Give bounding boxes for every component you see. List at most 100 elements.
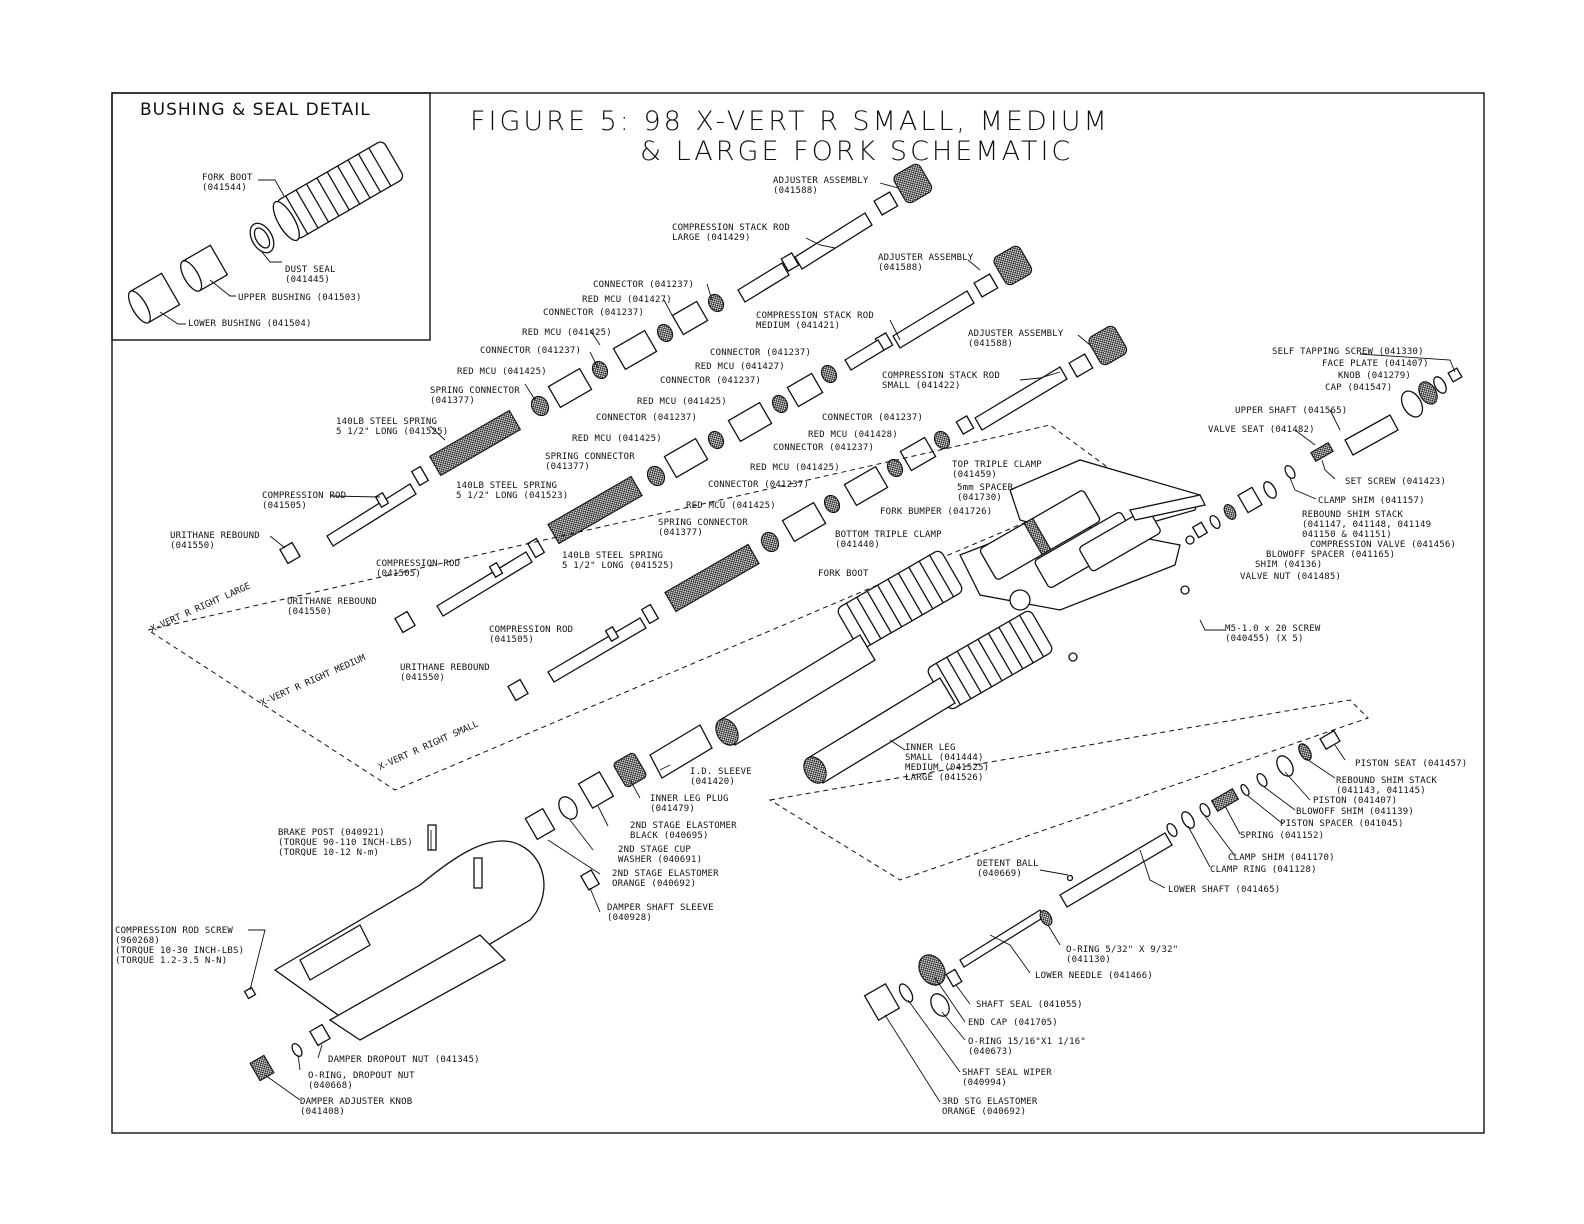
label-spacer-5mm: 5mm SPACER(041730) <box>957 483 1014 503</box>
label-conn-2: CONNECTOR (041237) <box>543 308 644 318</box>
label-conn-1: CONNECTOR (041237) <box>593 280 694 290</box>
triple-clamp-assembly <box>959 459 1206 662</box>
label-damper-knob: DAMPER ADJUSTER KNOB(041408) <box>300 1097 412 1117</box>
label-comp-rod-l: COMPRESSION ROD(041505) <box>262 491 346 511</box>
label-upper-shaft: UPPER SHAFT (041565) <box>1235 406 1347 416</box>
damper-upper <box>1191 367 1463 539</box>
label-lower-bushing: LOWER BUSHING (041504) <box>188 319 312 329</box>
label-self-tap: SELF TAPPING SCREW (041330) <box>1272 347 1424 357</box>
label-shim: SHIM (04136) <box>1255 560 1322 570</box>
label-fork-bumper: FORK BUMPER (041726) <box>880 507 992 517</box>
label-conn-3: CONNECTOR (041237) <box>480 346 581 356</box>
label-conn-s2: CONNECTOR (041237) <box>773 443 874 453</box>
label-redmcu-s3: RED MCU (041425) <box>686 501 776 511</box>
label-redmcu-s2: RED MCU (041425) <box>750 463 840 473</box>
label-adj-medium: ADJUSTER ASSEMBLY(041588) <box>878 253 974 273</box>
label-spring-small: SPRING (041152) <box>1240 831 1324 841</box>
inset-fork-boot <box>272 141 404 242</box>
damper-lower <box>863 729 1341 1022</box>
label-spring-conn-s: SPRING CONNECTOR(041377) <box>658 518 748 538</box>
small-stack <box>507 325 1128 702</box>
label-piston-spacer: PISTON SPACER (041045) <box>1280 819 1404 829</box>
lower-leg <box>243 824 545 1082</box>
label-redmcu-3: RED MCU (041425) <box>457 367 547 377</box>
label-conn-m2: CONNECTOR (041237) <box>660 376 761 386</box>
inset-title: BUSHING & SEAL DETAIL <box>140 100 371 120</box>
group-label-large: X-VERT R RIGHT LARGE <box>149 582 252 635</box>
inset-frame <box>111 92 431 341</box>
label-spring-conn-l: SPRING CONNECTOR(041377) <box>430 386 520 406</box>
group-label-medium: X-VERT R RIGHT MEDIUM <box>259 653 368 709</box>
label-adj-large: ADJUSTER ASSEMBLY(041588) <box>773 176 869 196</box>
label-clamp-shim-low: CLAMP SHIM (041170) <box>1228 853 1335 863</box>
label-comp-valve: COMPRESSION VALVE (041456) <box>1310 540 1456 550</box>
inset-lower-bushing <box>127 272 181 324</box>
label-comp-rod-m: COMPRESSION ROD(041505) <box>376 559 460 579</box>
label-redmcu-1: RED MCU (041427) <box>582 295 672 305</box>
label-valve-seat: VALVE SEAT (041482) <box>1208 425 1315 435</box>
label-set-screw: SET SCREW (041423) <box>1345 477 1446 487</box>
label-conn-m3: CONNECTOR (041237) <box>596 413 697 423</box>
label-shaft-seal: SHAFT SEAL (041055) <box>976 1000 1083 1010</box>
outer-frame <box>111 92 1485 1134</box>
label-blowoff-shim: BLOWOFF SHIM (041139) <box>1296 807 1414 817</box>
medium-stack <box>394 245 1033 634</box>
inset-dust-seal <box>249 222 275 254</box>
label-urethane-l: URITHANE REBOUND(041550) <box>170 531 260 551</box>
label-valve-nut: VALVE NUT (041485) <box>1240 572 1341 582</box>
label-conn-s1: CONNECTOR (041237) <box>822 413 923 423</box>
label-redmcu-m2: RED MCU (041425) <box>637 397 727 407</box>
label-brake-post: BRAKE POST (040921)(TORQUE 90-110 INCH-L… <box>278 828 413 858</box>
label-bottom-clamp: BOTTOM TRIPLE CLAMP(041440) <box>835 530 942 550</box>
page-title-line1: FIGURE 5: 98 X-VERT R SMALL, MEDIUM <box>470 106 1110 137</box>
label-redmcu-m3: RED MCU (041425) <box>572 434 662 444</box>
label-lower-needle: LOWER NEEDLE (041466) <box>1035 971 1153 981</box>
leader-lines <box>248 182 1456 1103</box>
label-dust-seal: DUST SEAL(041445) <box>285 265 336 285</box>
label-upper-bushing: UPPER BUSHING (041503) <box>238 293 362 303</box>
label-conn-s3: CONNECTOR (041237) <box>708 480 809 490</box>
label-damper-sleeve: DAMPER SHAFT SLEEVE(040928) <box>607 903 714 923</box>
label-lower-shaft: LOWER SHAFT (041465) <box>1168 885 1280 895</box>
label-clamp-ring: CLAMP RING (041128) <box>1210 865 1317 875</box>
label-comp-rod-screw: COMPRESSION ROD SCREW(960268)(TORQUE 10-… <box>115 926 244 966</box>
label-top-clamp: TOP TRIPLE CLAMP(041459) <box>952 460 1042 480</box>
label-damper-nut: DAMPER DROPOUT NUT (041345) <box>328 1055 480 1065</box>
label-cap: CAP (041547) <box>1325 383 1392 393</box>
labels: FORK BOOT(041544) DUST SEAL(041445) UPPER … <box>115 173 1467 1117</box>
label-comp-rod-s: COMPRESSION ROD(041505) <box>489 625 573 645</box>
page-title-line2: & LARGE FORK SCHEMATIC <box>640 136 1073 167</box>
large-stack <box>279 163 933 565</box>
label-inner-leg-plug: INNER LEG PLUG(041479) <box>650 794 729 814</box>
label-rebound-stack-low: REBOUND SHIM STACK(041143, 041145) <box>1336 776 1438 796</box>
label-redmcu-s1: RED MCU (041428) <box>808 430 898 440</box>
label-knob: KNOB (041279) <box>1338 371 1411 381</box>
fork-boots-and-legs <box>524 550 1053 891</box>
label-urethane-s: URITHANE REBOUND(041550) <box>400 663 490 683</box>
label-fork-boot: FORK BOOT(041544) <box>202 173 253 193</box>
label-oring-1516: O-RING 15/16"X1 1/16"(040673) <box>968 1037 1086 1057</box>
label-blowoff-spacer: BLOWOFF SPACER (041165) <box>1266 550 1395 560</box>
label-piston: PISTON (041407) <box>1313 796 1397 806</box>
label-end-cap: END CAP (041705) <box>968 1018 1058 1028</box>
label-redmcu-m1: RED MCU (041427) <box>695 362 785 372</box>
label-redmcu-2: RED MCU (041425) <box>522 328 612 338</box>
group-outline-right <box>768 699 1369 881</box>
label-oring-nut: O-RING, DROPOUT NUT(040668) <box>308 1071 415 1091</box>
group-label-small: X-VERT R RIGHT SMALL <box>377 720 480 773</box>
label-clamp-shim-top: CLAMP SHIM (041157) <box>1318 496 1425 506</box>
inset-upper-bushing <box>180 244 229 292</box>
label-piston-seat: PISTON SEAT (041457) <box>1355 759 1467 769</box>
label-id-sleeve: I.D. SLEEVE(041420) <box>690 767 752 787</box>
